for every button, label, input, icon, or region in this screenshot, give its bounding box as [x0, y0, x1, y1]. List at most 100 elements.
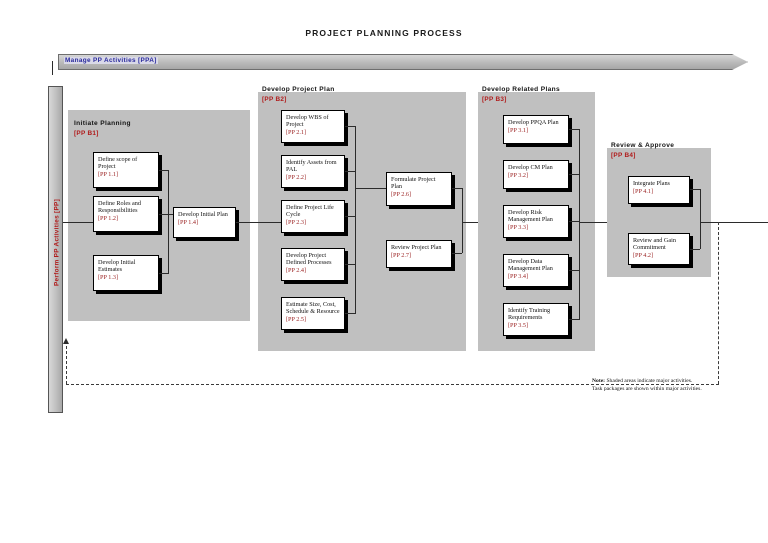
task-box-pp-3-2[interactable]: Develop CM Plan [PP 3.2] — [503, 160, 569, 189]
connector-b3-1 — [569, 129, 579, 130]
connector-b1-2 — [159, 214, 173, 215]
task-title: Develop Data Management Plan — [508, 258, 553, 272]
task-box-pp-2-2[interactable]: Identify Assets from PAL [PP 2.2] — [281, 155, 345, 188]
task-code: [PP 1.3] — [98, 273, 119, 281]
group-title-b4: Review & Approve — [611, 142, 675, 149]
connector-b1-1 — [159, 170, 168, 171]
perform-pp-activities-label: Perform PP Activities [PP] — [53, 199, 61, 286]
group-code-b3: [PP B3] — [482, 96, 507, 103]
connector-b3-2 — [569, 174, 579, 175]
task-box-pp-3-4[interactable]: Develop Data Management Plan [PP 3.4] — [503, 254, 569, 287]
group-title-b1: Initiate Planning — [74, 120, 131, 127]
task-title: Integrate Plans — [633, 180, 670, 187]
task-title: Review Project Plan — [391, 244, 442, 251]
connector-b2-right-bus — [462, 188, 463, 253]
connector-lane-to-b1 — [63, 222, 93, 223]
task-title: Define scope of Project — [98, 156, 138, 170]
note-line-1: Shaded areas indicate major activities. — [605, 378, 693, 384]
task-box-pp-3-5[interactable]: Identify Training Requirements [PP 3.5] — [503, 303, 569, 336]
task-title: Develop PPQA Plan — [508, 119, 559, 126]
feedback-loop-left-vertical — [66, 346, 67, 384]
manage-pp-activities-label: Manage PP Activities [PPA] — [64, 57, 158, 64]
task-title: Define Project Life Cycle — [286, 204, 334, 218]
task-title: Formulate Project Plan — [391, 176, 436, 190]
task-box-pp-1-4[interactable]: Develop Initial Plan [PP 1.4] — [173, 207, 236, 238]
connector-b2-4 — [345, 264, 355, 265]
connector-b3-3 — [569, 221, 579, 222]
connector-b2-3 — [345, 216, 355, 217]
task-box-pp-2-5[interactable]: Estimate Size, Cost, Schedule & Resource… — [281, 297, 345, 330]
task-code: [PP 2.1] — [286, 128, 307, 136]
task-title: Identify Assets from PAL — [286, 159, 337, 173]
task-box-pp-2-4[interactable]: Develop Project Defined Processes [PP 2.… — [281, 248, 345, 281]
task-code: [PP 3.4] — [508, 272, 529, 280]
connector-b1-bus — [168, 170, 169, 274]
task-code: [PP 2.3] — [286, 218, 307, 226]
connector-b4-bus — [700, 189, 701, 249]
group-code-b4: [PP B4] — [611, 152, 636, 159]
connector-b3-4 — [569, 270, 579, 271]
task-title: Review and Gain Commitment — [633, 237, 676, 251]
banner-left-hook — [52, 61, 60, 75]
note-line-2: Task packages are shown within major act… — [592, 385, 702, 392]
connector-27-out — [452, 253, 462, 254]
task-box-pp-1-1[interactable]: Define scope of Project [PP 1.1] — [93, 152, 159, 188]
perform-pp-activities-lane: Perform PP Activities [PP] — [48, 86, 63, 413]
diagram-note: Note: Shaded areas indicate major activi… — [592, 378, 752, 393]
task-code: [PP 4.2] — [633, 251, 654, 259]
task-box-pp-2-6[interactable]: Formulate Project Plan [PP 2.6] — [386, 172, 452, 206]
task-box-pp-1-3[interactable]: Develop Initial Estimates [PP 1.3] — [93, 255, 159, 291]
task-box-pp-3-3[interactable]: Develop Risk Management Plan [PP 3.3] — [503, 205, 569, 238]
feedback-loop-arrow-icon — [62, 338, 69, 344]
note-label: Note: — [592, 378, 606, 384]
task-code: [PP 4.1] — [633, 187, 654, 195]
task-code: [PP 3.3] — [508, 223, 529, 231]
connector-b1-3 — [159, 273, 168, 274]
task-code: [PP 2.7] — [391, 251, 412, 259]
connector-b2-bus — [355, 126, 356, 314]
task-code: [PP 2.4] — [286, 266, 307, 274]
connector-process-exit — [700, 222, 768, 223]
connector-b4-2 — [690, 249, 700, 250]
connector-26-out — [452, 188, 462, 189]
task-code: [PP 2.2] — [286, 173, 307, 181]
group-title-b2: Develop Project Plan — [262, 86, 335, 93]
group-title-b3: Develop Related Plans — [482, 86, 561, 93]
connector-b2-5 — [345, 313, 355, 314]
connector-b2-bus-to-26 — [355, 188, 386, 189]
task-box-pp-2-3[interactable]: Define Project Life Cycle [PP 2.3] — [281, 200, 345, 233]
connector-b2-2 — [345, 171, 355, 172]
connector-b3-5 — [569, 319, 579, 320]
task-code: [PP 1.1] — [98, 170, 119, 178]
task-title: Develop Risk Management Plan — [508, 209, 553, 223]
connector-b4-1 — [690, 189, 700, 190]
task-title: Define Roles and Responsibilities — [98, 200, 141, 214]
task-box-pp-2-7[interactable]: Review Project Plan [PP 2.7] — [386, 240, 452, 268]
task-title: Develop WBS of Project — [286, 114, 329, 128]
task-title: Develop Project Defined Processes — [286, 252, 332, 266]
task-code: [PP 1.2] — [98, 214, 119, 222]
task-box-pp-1-2[interactable]: Define Roles and Responsibilities [PP 1.… — [93, 196, 159, 232]
task-title: Develop CM Plan — [508, 164, 553, 171]
task-code: [PP 3.1] — [508, 126, 529, 134]
task-title: Develop Initial Estimates — [98, 259, 136, 273]
page-title: PROJECT PLANNING PROCESS — [305, 28, 463, 38]
group-code-b1: [PP B1] — [74, 130, 99, 137]
connector-b3-to-b4 — [579, 222, 628, 223]
task-box-pp-2-1[interactable]: Develop WBS of Project [PP 2.1] — [281, 110, 345, 143]
task-code: [PP 3.2] — [508, 171, 529, 179]
task-title: Identify Training Requirements — [508, 307, 551, 321]
task-code: [PP 2.5] — [286, 315, 307, 323]
connector-b2-1 — [345, 126, 355, 127]
task-title: Estimate Size, Cost, Schedule & Resource — [286, 301, 340, 315]
feedback-loop-right-vertical — [718, 222, 719, 384]
task-box-pp-3-1[interactable]: Develop PPQA Plan [PP 3.1] — [503, 115, 569, 144]
task-code: [PP 3.5] — [508, 321, 529, 329]
group-code-b2: [PP B2] — [262, 96, 287, 103]
task-box-pp-4-1[interactable]: Integrate Plans [PP 4.1] — [628, 176, 690, 204]
task-code: [PP 1.4] — [178, 218, 199, 226]
task-box-pp-4-2[interactable]: Review and Gain Commitment [PP 4.2] — [628, 233, 690, 265]
manage-pp-activities-banner — [58, 54, 748, 70]
connector-b1-to-b2 — [236, 222, 281, 223]
connector-b3-bus — [579, 129, 580, 320]
